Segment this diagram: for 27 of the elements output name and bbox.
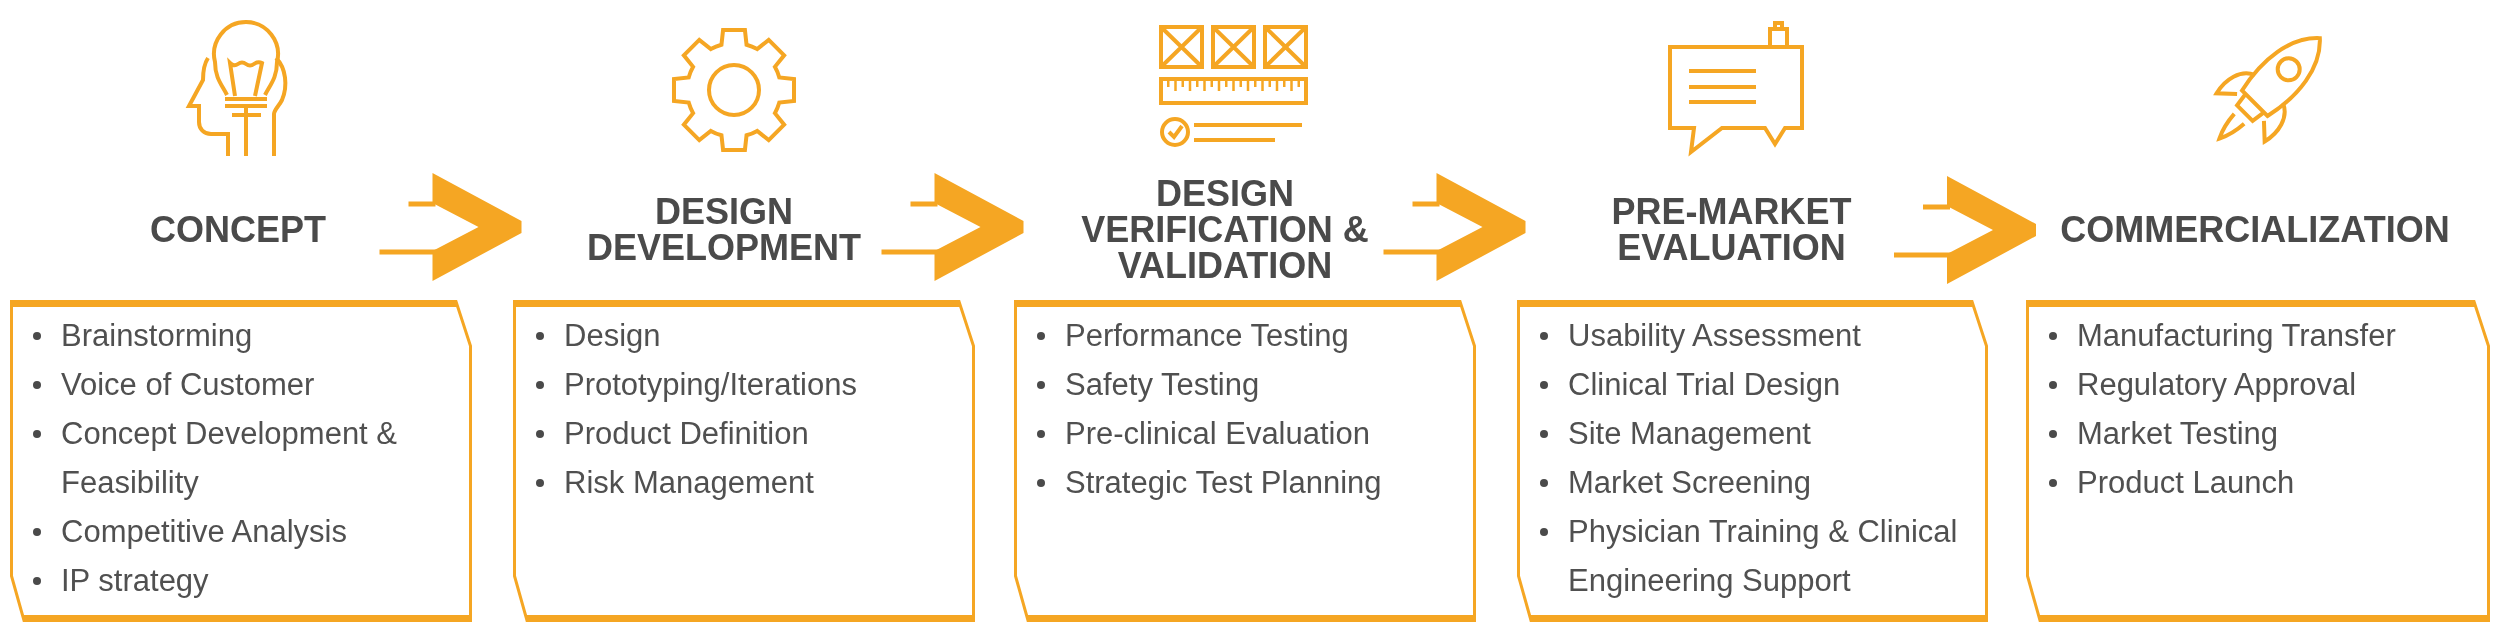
- list-item-text: Brainstorming: [61, 317, 253, 355]
- list-item-text: Pre-clinical Evaluation: [1065, 415, 1370, 453]
- list-item-text: Market Testing: [2077, 415, 2278, 453]
- stage-heading: CONCEPT: [150, 212, 326, 248]
- list-item-text: Design: [564, 317, 661, 355]
- list-item-text: Performance Testing: [1065, 317, 1349, 355]
- stage-heading: DESIGN VERIFICATION & VALIDATION: [1080, 176, 1370, 284]
- list-item-text: Product Launch: [2077, 464, 2295, 502]
- list-item-text: Voice of Customer: [61, 366, 315, 404]
- list-item-text: Prototyping/Iterations: [564, 366, 857, 404]
- list-item-text: Clinical Trial Design: [1568, 366, 1841, 404]
- list-item-text: Safety Testing: [1065, 366, 1260, 404]
- list-item-text: Manufacturing Transfer: [2077, 317, 2396, 355]
- list-item-text: Market Screening: [1568, 464, 1811, 502]
- stage-heading: PRE-MARKET EVALUATION: [1610, 194, 1853, 266]
- list-item-text: Risk Management: [564, 464, 814, 502]
- list-item-text: Strategic Test Planning: [1065, 464, 1382, 502]
- stage-heading: DESIGN DEVELOPMENT: [586, 194, 862, 266]
- list-item-text: Regulatory Approval: [2077, 366, 2357, 404]
- stage-heading: COMMERCIALIZATION: [2060, 212, 2450, 248]
- list-item-text: Usability Assessment: [1568, 317, 1861, 355]
- list-item-text: Product Definition: [564, 415, 809, 453]
- list-item-text: Physician Training & Clinical Engineering Support: [1568, 513, 1959, 600]
- list-item-text: Competitive Analysis: [61, 513, 347, 551]
- list-item-text: IP strategy: [61, 562, 209, 600]
- list-item-text: Concept Development & Feasibility: [61, 415, 399, 502]
- list-item-text: Site Management: [1568, 415, 1811, 453]
